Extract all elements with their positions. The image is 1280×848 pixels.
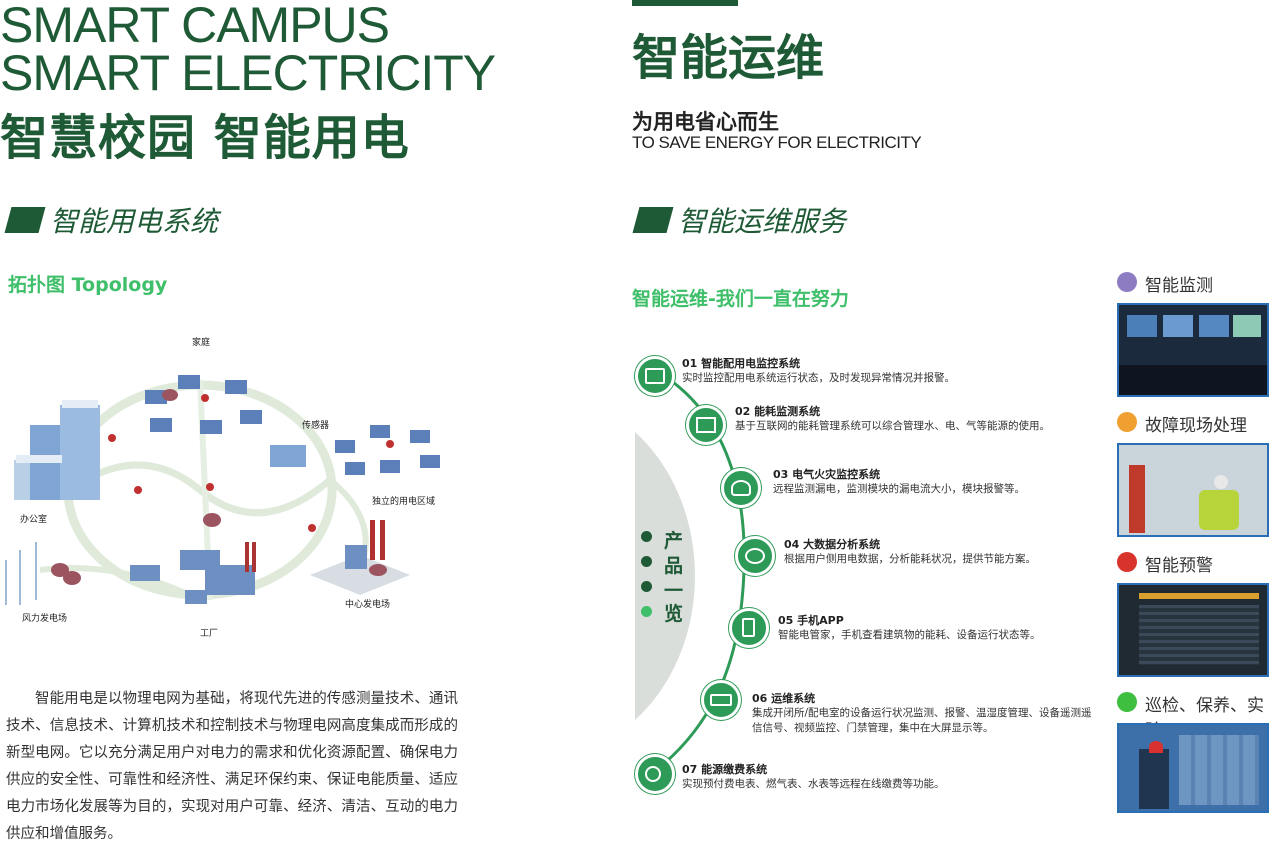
node-fire-icon [721, 468, 761, 508]
node-data-analysis-icon [735, 536, 775, 576]
intro-paragraph: 智能用电是以物理电网为基础，将现代先进的传感测量技术、通讯技术、信息技术、计算机… [6, 691, 458, 842]
office-buildings [14, 400, 100, 500]
factory [130, 542, 256, 604]
section-title-ops-service: 智能运维服务 [678, 205, 847, 238]
independent-cluster [335, 425, 440, 475]
effort-title: 智能运维-我们一直在努力 [632, 288, 849, 310]
monitor-room-image [1117, 303, 1269, 397]
warning-badge-icon [1117, 552, 1137, 572]
topology-diagram [5, 375, 440, 605]
item-title-7: 07 能源缴费系统 [682, 763, 768, 776]
item-title-3: 03 电气火灾监控系统 [773, 468, 881, 481]
item-title-2: 02 能耗监测系统 [735, 405, 821, 418]
title-en-line1: SMART CAMPUS [0, 0, 390, 53]
node-phone-icon [729, 608, 769, 648]
bullet-dot-2 [641, 556, 652, 567]
item-desc-7: 实现预付费电表、燃气表、水表等远程在线缴费等功能。 [682, 778, 945, 790]
subtitle-en: TO SAVE ENERGY FOR ELECTRICITY [632, 133, 922, 152]
timeline-item-1: 01 智能配用电监控系统 实时监控配用电系统运行状态，及时发现异常情况并报警。 [682, 355, 955, 386]
item-title-4: 04 大数据分析系统 [784, 538, 881, 551]
sensor-building [270, 445, 306, 467]
item-desc-1: 实时监控配用电系统运行状态，及时发现异常情况并报警。 [682, 372, 955, 384]
section-marker-ops [632, 207, 674, 233]
vertical-label-1: 产 [664, 530, 684, 552]
topology-subtitle: 拓扑图 Topology [8, 274, 168, 296]
label-independent-area: 独立的用电区域 [372, 497, 436, 507]
timeline-item-6: 06 运维系统 集成开闭所/配电室的设备运行状况监测、报警、温湿度管理、设备遥测… [752, 690, 1092, 736]
node-ops-system-icon [701, 680, 741, 720]
feature-label-fault: 故障现场处理 [1145, 416, 1247, 436]
timeline-item-7: 07 能源缴费系统 实现预付费电表、燃气表、水表等远程在线缴费等功能。 [682, 761, 945, 792]
subtitle-cn: 为用电省心而生 [632, 110, 779, 134]
item-desc-3: 远程监测漏电，监测模块的漏电流大小，模块报警等。 [773, 483, 1025, 495]
label-wind-farm: 风力发电场 [22, 614, 68, 624]
vertical-label-3: 一 [664, 580, 684, 602]
item-title-6: 06 运维系统 [752, 692, 816, 705]
item-title-1: 01 智能配用电监控系统 [682, 357, 801, 370]
section-title-smart-electricity: 智能用电系统 [50, 205, 219, 238]
title-smart-ops: 智能运维 [632, 30, 825, 86]
timeline-item-2: 02 能耗监测系统 基于互联网的能耗管理系统可以综合管理水、电、气等能源的使用。 [735, 403, 1050, 434]
item-desc-5: 智能电管家，手机查看建筑物的能耗、设备运行状态等。 [778, 629, 1041, 641]
vertical-label-4: 览 [664, 603, 684, 625]
home-cluster [145, 375, 262, 434]
fault-badge-icon [1117, 412, 1137, 432]
title-en-line2: SMART ELECTRICITY [0, 45, 496, 101]
warning-dashboard-image [1117, 583, 1269, 677]
label-office: 办公室 [20, 515, 48, 525]
label-home: 家庭 [192, 338, 211, 348]
label-factory: 工厂 [200, 629, 219, 639]
inspection-image [1117, 723, 1269, 813]
power-plant [310, 520, 410, 595]
sensor-pins [108, 394, 394, 532]
timeline-item-5: 05 手机APP 智能电管家，手机查看建筑物的能耗、设备运行状态等。 [778, 612, 1041, 643]
storage-tanks [51, 389, 221, 585]
timeline-item-4: 04 大数据分析系统 根据用户侧用电数据，分析能耗状况，提供节能方案。 [784, 536, 1036, 567]
inspection-badge-icon [1117, 692, 1137, 712]
node-energy-chart-icon [686, 405, 726, 445]
feature-label-warning: 智能预警 [1145, 556, 1213, 576]
item-title-5: 05 手机APP [778, 614, 844, 627]
top-bar [632, 0, 738, 6]
bullet-dot-4 [641, 606, 652, 617]
item-desc-2: 基于互联网的能耗管理系统可以综合管理水、电、气等能源的使用。 [735, 420, 1050, 432]
node-monitor-icon [635, 356, 675, 396]
label-central-plant: 中心发电场 [345, 600, 391, 610]
fault-repair-image [1117, 443, 1269, 537]
title-cn: 智慧校园 智能用电 [0, 110, 410, 166]
monitor-badge-icon [1117, 272, 1137, 292]
node-payment-icon [635, 754, 675, 794]
timeline-item-3: 03 电气火灾监控系统 远程监测漏电，监测模块的漏电流大小，模块报警等。 [773, 466, 1025, 497]
feature-label-monitor: 智能监测 [1145, 276, 1213, 296]
wind-farm [5, 542, 37, 605]
bullet-dot-1 [641, 531, 652, 542]
vertical-label-2: 品 [664, 555, 684, 577]
label-sensor: 传感器 [302, 421, 330, 431]
section-marker [4, 207, 46, 233]
item-desc-4: 根据用户侧用电数据，分析能耗状况，提供节能方案。 [784, 553, 1036, 565]
item-desc-6: 集成开闭所/配电室的设备运行状况监测、报警、温湿度管理、设备遥测遥信信号、视频监… [752, 707, 1092, 734]
bullet-dot-3 [641, 581, 652, 592]
